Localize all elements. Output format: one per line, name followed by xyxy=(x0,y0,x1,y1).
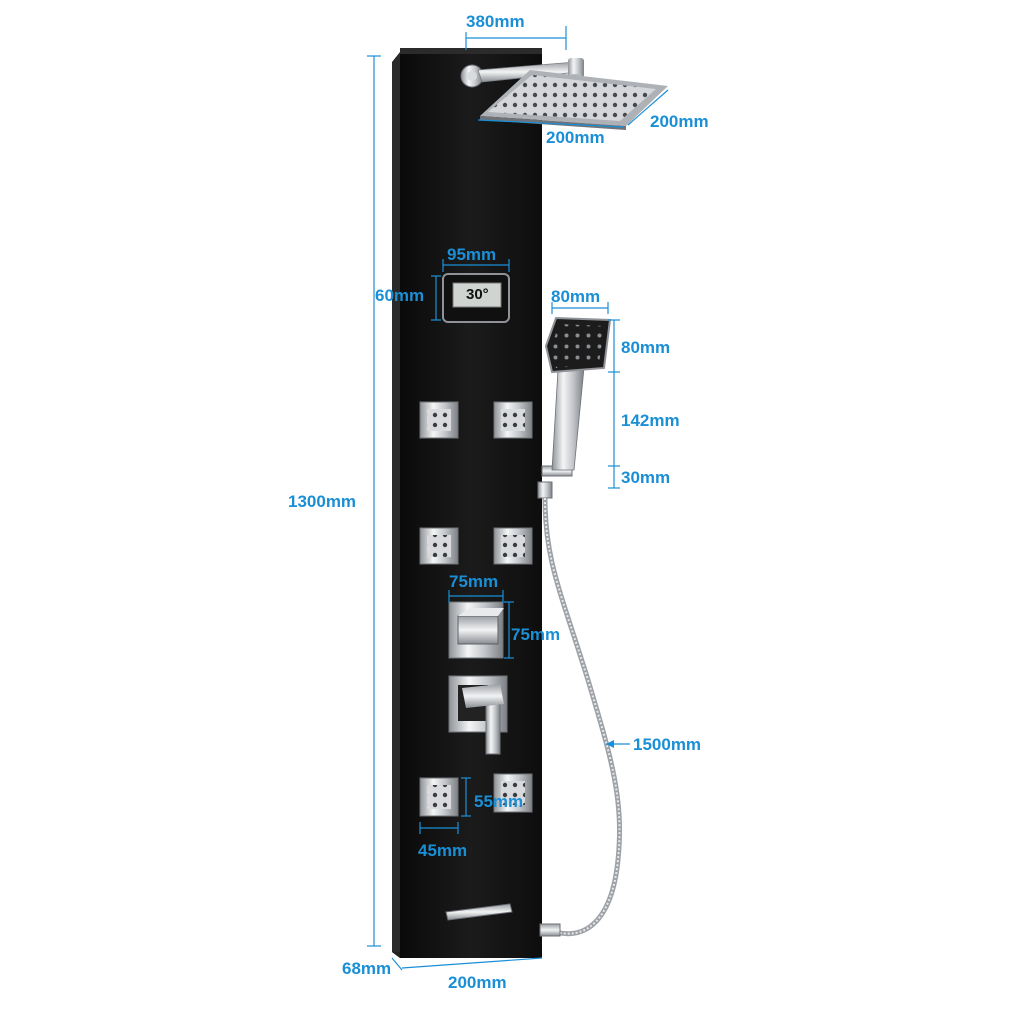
mixing-handle xyxy=(448,675,508,755)
dimension-arrowheads xyxy=(606,740,614,748)
body-jet xyxy=(493,527,533,565)
dim-panel-height: 1300mm xyxy=(288,492,357,511)
rain-shower-head xyxy=(480,70,668,130)
dim-valve-height: 75mm xyxy=(511,625,561,644)
dim-jet-height: 55mm xyxy=(474,792,524,811)
body-jet xyxy=(419,527,459,565)
temperature-display xyxy=(442,273,510,323)
body-jet xyxy=(419,401,459,439)
dim-display-width: 95mm xyxy=(447,245,497,264)
dim-rain-head-width: 200mm xyxy=(546,128,605,147)
body-jet xyxy=(493,401,533,439)
dim-hand-head-height: 80mm xyxy=(621,338,671,357)
shower-hose xyxy=(542,497,622,937)
dim-holder: 30mm xyxy=(621,468,671,487)
dim-hand-head-width: 80mm xyxy=(551,287,601,306)
dim-display-height: 60mm xyxy=(375,286,425,305)
hand-shower xyxy=(537,316,612,499)
dim-hose-length: 1500mm xyxy=(633,735,702,754)
waterfall-spout xyxy=(445,903,513,921)
display-temperature: 30° xyxy=(466,286,489,303)
body-jet xyxy=(493,773,533,813)
dim-valve-width: 75mm xyxy=(449,572,499,591)
dim-jet-width: 45mm xyxy=(418,841,468,860)
dim-panel-depth: 68mm xyxy=(342,959,392,978)
dim-arm-length: 380mm xyxy=(466,12,525,31)
shower-panel xyxy=(392,48,542,958)
body-jets xyxy=(419,401,533,817)
dim-rain-head-depth: 200mm xyxy=(650,112,709,131)
body-jet xyxy=(419,777,459,817)
dim-hand-handle: 142mm xyxy=(621,411,680,430)
dimension-lines xyxy=(367,26,669,971)
diverter-valve xyxy=(448,601,504,659)
dim-panel-width: 200mm xyxy=(448,973,507,992)
